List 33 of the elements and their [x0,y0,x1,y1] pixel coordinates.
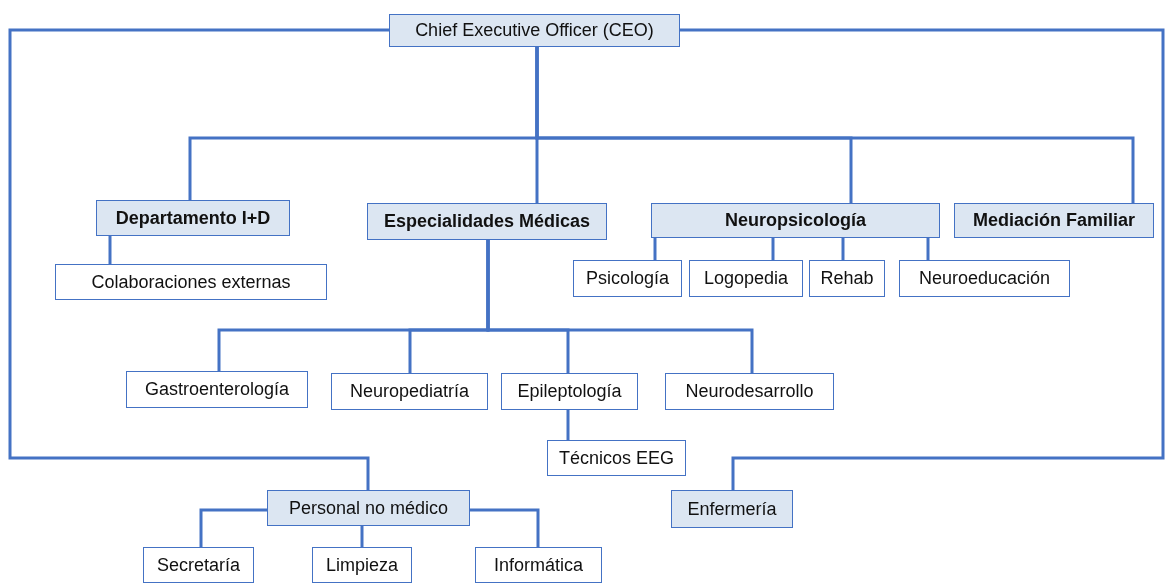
connector-line [926,238,930,260]
org-box: Neuroeducación [899,260,1070,297]
connector-line [771,238,775,260]
connector-line [108,236,112,264]
org-box: Secretaría [143,547,254,583]
org-box: Rehab [809,260,885,297]
org-box: Logopedia [689,260,803,297]
department-box: Enfermería [671,490,793,528]
connector-line [8,28,389,490]
org-box: Neuropediatría [331,373,488,410]
connector-line [360,526,364,547]
org-box: Neurodesarrollo [665,373,834,410]
org-box: Colaboraciones externas [55,264,327,300]
connector-line [470,508,540,547]
connector-line [535,47,1135,203]
connector-line [653,238,657,260]
connector-line [680,28,1165,490]
org-box: Técnicos EEG [547,440,686,476]
org-box: Informática [475,547,602,583]
department-box: Personal no médico [267,490,470,526]
org-box: Gastroenterología [126,371,308,408]
department-box: Departamento I+D [96,200,290,236]
department-box: Especialidades Médicas [367,203,607,240]
connector-line [486,240,754,373]
org-box: Psicología [573,260,682,297]
connector-line [199,508,267,547]
department-box: Neuropsicología [651,203,940,238]
org-box: Epileptología [501,373,638,410]
department-box: Mediación Familiar [954,203,1154,238]
org-box: Limpieza [312,547,412,583]
connector-line [566,410,570,440]
department-box: Chief Executive Officer (CEO) [389,14,680,47]
connector-line [841,238,845,260]
